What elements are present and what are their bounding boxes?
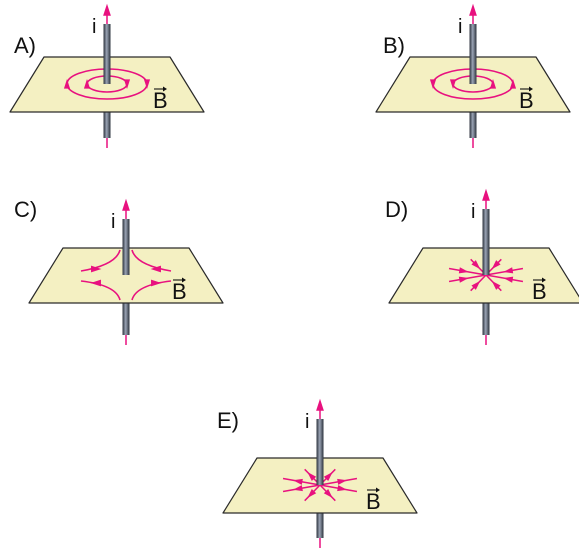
- field-label: B: [519, 88, 534, 113]
- option-label: C): [14, 197, 37, 222]
- option-e: E) iB: [217, 398, 418, 548]
- field-arrowhead: [337, 478, 348, 485]
- vector-arrowhead-icon: [529, 86, 533, 92]
- wire-top: [316, 419, 324, 485]
- option-label: D): [385, 197, 408, 222]
- field-label: B: [172, 279, 187, 304]
- field-arrowhead: [323, 472, 333, 481]
- plane: [375, 56, 571, 113]
- current-arrow-icon: [103, 3, 111, 16]
- field-arrowhead: [458, 267, 469, 274]
- field-curve: [80, 249, 121, 272]
- field-arrowhead: [143, 79, 151, 89]
- field-arrowhead: [509, 79, 517, 89]
- wire-bottom: [122, 303, 130, 335]
- option-d: D) iB: [385, 188, 579, 345]
- option-a: A) iB: [9, 3, 205, 148]
- wire-bottom: [482, 303, 490, 335]
- field-arrowhead: [449, 79, 457, 89]
- field-arrowhead: [503, 276, 514, 283]
- field-arrowhead: [489, 79, 497, 89]
- vector-arrowhead-icon: [163, 86, 167, 92]
- field-lines: [80, 249, 172, 301]
- field-arrowhead: [91, 265, 102, 273]
- current-label: i: [458, 16, 462, 38]
- field-arrowhead: [429, 79, 437, 89]
- field-arrowhead: [503, 267, 514, 274]
- wire-bottom: [316, 513, 324, 538]
- current-label: i: [92, 16, 96, 38]
- field-arrowhead: [458, 276, 469, 283]
- field-lines: [282, 468, 358, 502]
- option-label: A): [14, 33, 36, 58]
- current-label: i: [305, 411, 309, 433]
- field-arrowhead: [307, 472, 317, 481]
- field-arrowhead: [491, 280, 501, 290]
- vector-arrowhead-icon: [376, 487, 380, 493]
- field-arrowhead: [471, 280, 481, 290]
- wire-top: [482, 209, 490, 275]
- field-arrowhead: [90, 279, 101, 287]
- field-arrowhead: [151, 279, 162, 287]
- wire-top: [469, 24, 477, 84]
- field-arrowhead: [150, 265, 161, 273]
- field-arrowhead: [471, 260, 481, 270]
- field-arrowhead: [307, 489, 317, 498]
- wire-bottom: [103, 112, 111, 138]
- plane: [28, 247, 224, 304]
- vector-arrowhead-icon: [182, 277, 186, 283]
- field-arrowhead: [337, 485, 348, 492]
- wire-bottom: [469, 112, 477, 138]
- field-arrowhead: [83, 79, 91, 89]
- field-lines: [448, 258, 524, 292]
- current-arrow-icon: [469, 3, 477, 16]
- current-arrow-icon: [482, 188, 490, 201]
- current-label: i: [111, 211, 115, 233]
- field-label: B: [153, 88, 168, 113]
- field-curve: [80, 280, 121, 301]
- wire-top: [103, 24, 111, 84]
- current-arrow-icon: [122, 198, 130, 211]
- vector-arrowhead-icon: [542, 277, 546, 283]
- option-b: B) iB: [375, 3, 571, 148]
- field-arrowhead: [292, 478, 303, 485]
- plane: [9, 56, 205, 113]
- field-curve: [131, 249, 172, 272]
- field-label: B: [366, 489, 381, 514]
- option-label: B): [383, 33, 405, 58]
- current-label: i: [471, 201, 475, 223]
- field-curve: [131, 280, 172, 301]
- field-arrowhead: [63, 79, 71, 89]
- field-arrowhead: [323, 489, 333, 498]
- field-label: B: [532, 279, 547, 304]
- current-arrow-icon: [316, 398, 324, 411]
- wire-top: [122, 219, 130, 275]
- field-arrowhead: [491, 260, 501, 270]
- field-arrowhead: [292, 485, 303, 492]
- option-c: C) iB: [14, 197, 224, 345]
- option-label: E): [217, 408, 239, 433]
- field-arrowhead: [123, 79, 131, 89]
